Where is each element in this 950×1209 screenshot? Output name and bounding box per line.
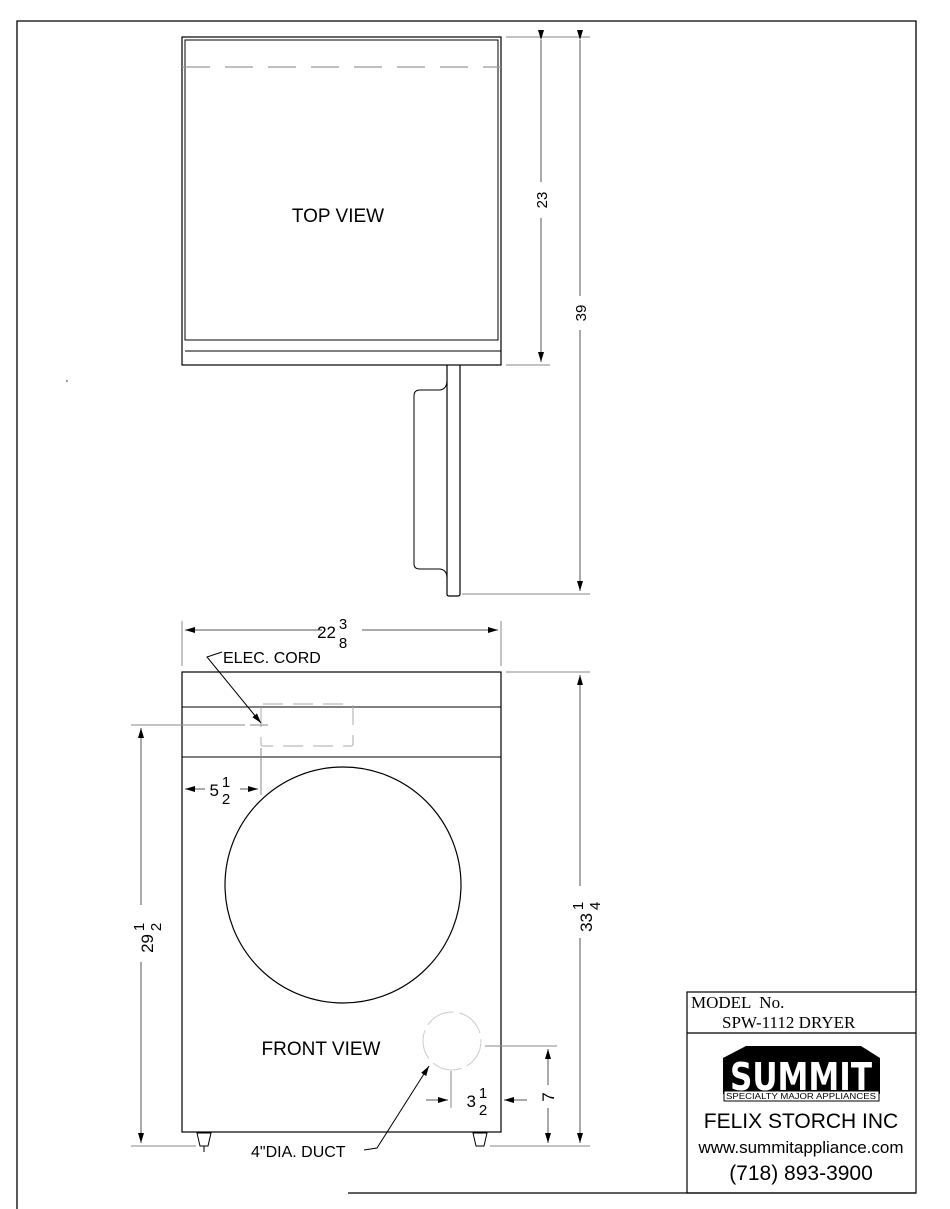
phone-number: (718) 893-3900 — [729, 1162, 873, 1185]
cord-offset-dimension — [185, 748, 262, 795]
front-view — [181, 671, 502, 1152]
top-view — [181, 36, 502, 597]
dim-top-depth: 23 — [534, 192, 551, 209]
svg-text:2: 2 — [148, 923, 165, 931]
stray-dot — [66, 380, 68, 382]
top-view-label: TOP VIEW — [292, 206, 384, 227]
svg-text:2: 2 — [222, 791, 230, 808]
door-circle — [224, 766, 462, 1004]
title-block — [686, 991, 917, 1194]
top-dimensions — [462, 30, 590, 595]
cord-height-dimension — [131, 724, 268, 1147]
svg-text:3: 3 — [467, 1092, 476, 1111]
dim-cord-height: 29 1 2 — [131, 923, 165, 953]
model-label: MODEL No. — [691, 993, 784, 1012]
svg-text:1: 1 — [222, 774, 230, 791]
duct-offset-dimension — [426, 1071, 527, 1108]
svg-text:33: 33 — [577, 913, 596, 932]
model-value: SPW-1112 DRYER — [722, 1013, 856, 1032]
dim-total-height: 33 1 4 — [570, 902, 604, 932]
dim-top-depth-with-door: 39 — [573, 305, 590, 322]
total-height-dimension — [490, 671, 590, 1147]
svg-text:8: 8 — [339, 635, 347, 652]
duct-label: 4"DIA. DUCT — [251, 1144, 346, 1161]
svg-text:1: 1 — [131, 923, 148, 931]
elec-cord-leader — [206, 651, 262, 724]
svg-text:2: 2 — [479, 1102, 487, 1119]
company-name: FELIX STORCH INC — [704, 1110, 898, 1133]
svg-text:5: 5 — [210, 781, 219, 800]
front-view-label: FRONT VIEW — [262, 1039, 381, 1060]
dim-cord-offset: 5 1 2 — [210, 774, 231, 808]
width-dimension — [181, 621, 502, 666]
duct-leader — [363, 1065, 430, 1151]
dim-duct-offset: 3 1 2 — [467, 1085, 488, 1119]
dim-duct-height: 7 — [539, 1092, 558, 1101]
elec-cord-label: ELEC. CORD — [223, 650, 321, 667]
summit-logo: SUMMIT SPECIALTY MAJOR APPLIANCES — [723, 1046, 880, 1102]
duct-height-dimension — [485, 1045, 557, 1143]
svg-text:SPECIALTY MAJOR APPLIANCES: SPECIALTY MAJOR APPLIANCES — [726, 1092, 876, 1101]
website: www.summitappliance.com — [697, 1138, 903, 1157]
svg-text:3: 3 — [339, 616, 347, 633]
svg-text:29: 29 — [138, 934, 157, 953]
svg-text:1: 1 — [570, 902, 587, 910]
dim-width: 22 3 8 — [317, 616, 347, 652]
svg-text:4: 4 — [587, 902, 604, 910]
svg-text:1: 1 — [479, 1085, 487, 1102]
svg-text:22: 22 — [317, 623, 336, 642]
